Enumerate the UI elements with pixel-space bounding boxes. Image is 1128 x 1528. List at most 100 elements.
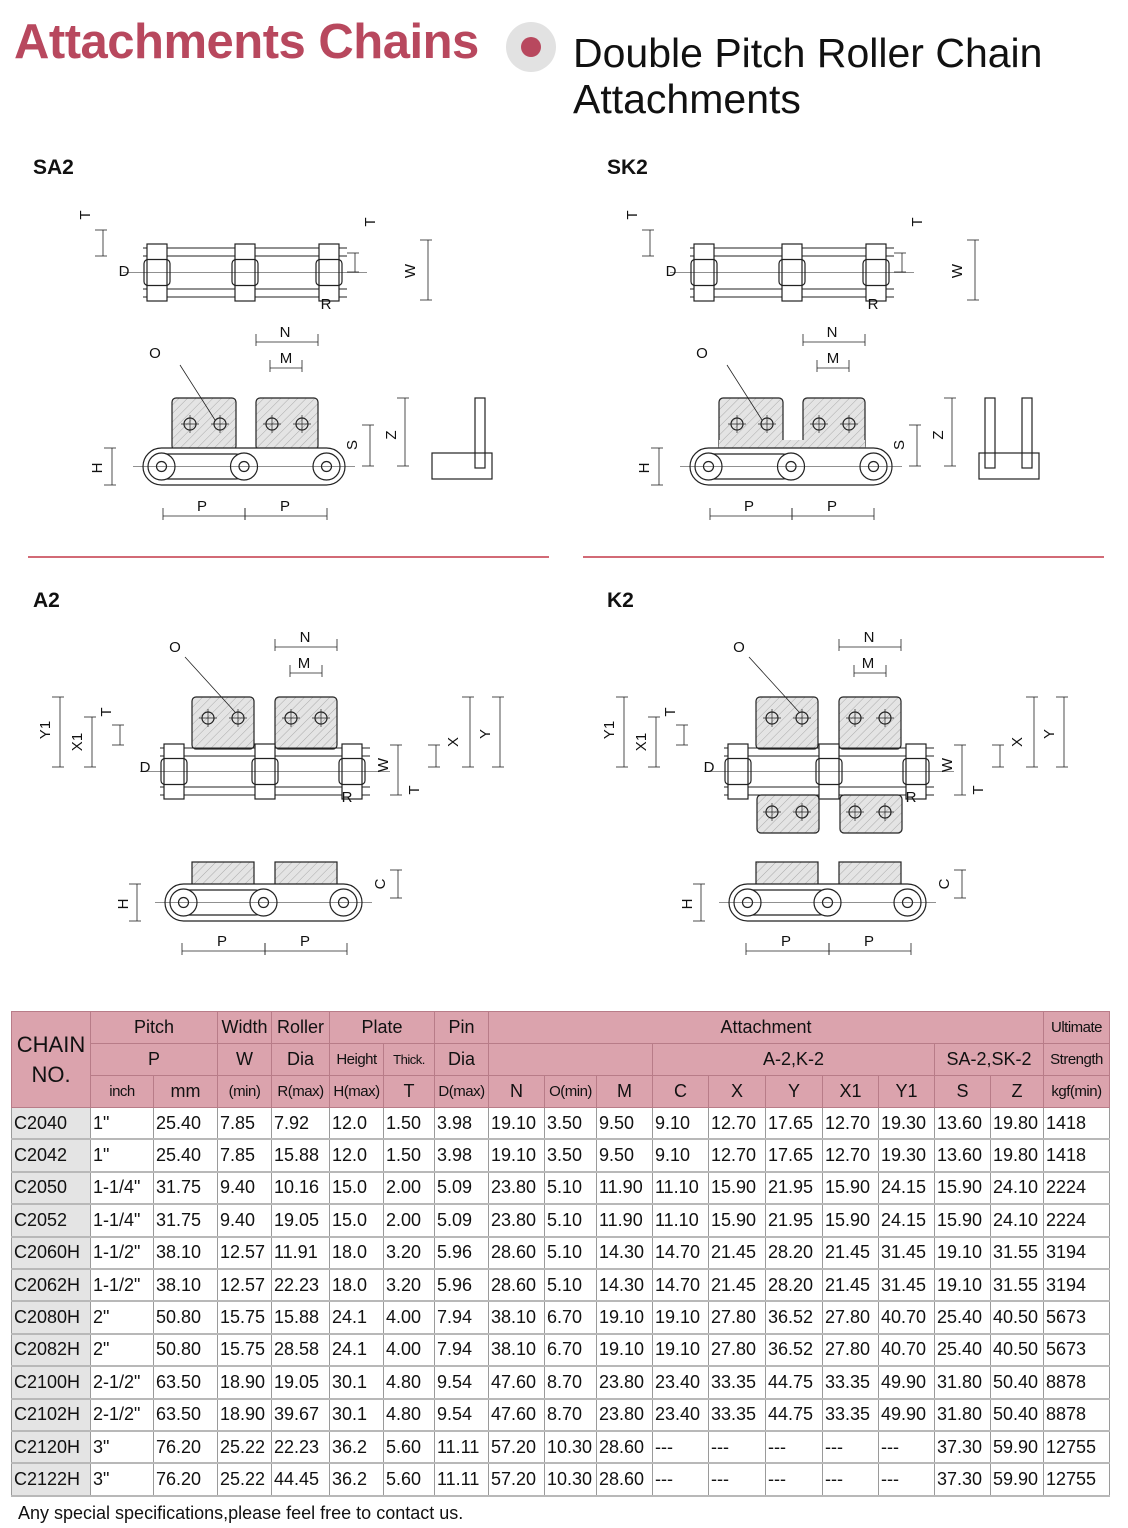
dimension-label: N <box>300 629 311 646</box>
table-cell: 15.90 <box>934 1171 991 1206</box>
table-cell: 4.00 <box>383 1301 435 1335</box>
table-cell: 15.90 <box>934 1204 991 1238</box>
table-cell: 27.80 <box>708 1333 766 1368</box>
table-cell: 18.90 <box>217 1398 272 1432</box>
table-cell: --- <box>708 1430 766 1465</box>
table-cell: 5673 <box>1043 1301 1111 1335</box>
table-cell: 12.57 <box>217 1268 272 1303</box>
table-cell: 7.94 <box>434 1333 489 1368</box>
table-cell: 24.10 <box>989 1204 1045 1238</box>
table-cell: 50.40 <box>989 1366 1045 1400</box>
chain-no-cell: C2100H <box>11 1366 91 1400</box>
table-cell: 9.10 <box>652 1107 709 1141</box>
table-cell: 50.40 <box>989 1398 1045 1432</box>
dimension-label: W <box>939 757 956 772</box>
attachment-plate <box>755 696 819 750</box>
table-cell: 3" <box>90 1430 154 1465</box>
dimension-label: C <box>372 878 389 889</box>
dimension-label: X1 <box>69 733 86 751</box>
dimension-label: O <box>733 639 745 656</box>
bullet-icon <box>506 22 556 72</box>
table-cell: 12.0 <box>329 1139 384 1173</box>
table-cell: 25.22 <box>217 1430 272 1465</box>
chain-no-cell: C2102H <box>11 1398 91 1432</box>
chain-no-cell: C2062H <box>11 1268 91 1303</box>
dimension-label: Y <box>477 729 494 739</box>
dimension-label: Z <box>383 430 400 439</box>
table-cell: 30.1 <box>329 1398 384 1432</box>
dimension-label: M <box>298 655 311 672</box>
table-cell: 18.0 <box>329 1236 384 1270</box>
table-cell: 36.2 <box>329 1463 384 1497</box>
table-cell: 31.55 <box>989 1236 1045 1270</box>
table-cell: 12.70 <box>708 1107 766 1141</box>
table-cell: 18.0 <box>329 1268 384 1303</box>
dimension-label: T <box>362 217 379 226</box>
header-col: X1 <box>822 1075 879 1108</box>
table-cell: 11.90 <box>596 1171 653 1206</box>
chain-no-cell: C2060H <box>11 1236 91 1270</box>
table-cell: 50.80 <box>153 1333 218 1368</box>
table-cell: 50.80 <box>153 1301 218 1335</box>
table-cell: --- <box>765 1463 823 1497</box>
table-cell: 36.52 <box>765 1333 823 1368</box>
table-cell: 19.30 <box>878 1139 935 1173</box>
table-cell: 49.90 <box>878 1398 935 1432</box>
dimension-label: H <box>115 899 132 910</box>
dimension-label: W <box>375 757 392 772</box>
table-cell: 24.15 <box>878 1204 935 1238</box>
dimension-label: X1 <box>633 733 650 751</box>
chain-no-cell: C2052 <box>11 1204 91 1238</box>
table-cell: 7.94 <box>434 1301 489 1335</box>
header-col: kgf(min) <box>1043 1075 1111 1108</box>
table-cell: 7.85 <box>217 1139 272 1173</box>
table-cell: 24.15 <box>878 1171 935 1206</box>
table-cell: 19.30 <box>878 1107 935 1141</box>
table-cell: 5.10 <box>544 1171 597 1206</box>
header-col: Z <box>989 1075 1045 1108</box>
table-cell: 11.90 <box>596 1204 653 1238</box>
table-cell: 15.90 <box>708 1171 766 1206</box>
table-cell: 22.23 <box>271 1430 330 1465</box>
dimension-label: Y1 <box>37 721 54 739</box>
chain-no-cell: C2122H <box>11 1463 91 1497</box>
header-pitch: Pitch <box>90 1011 218 1044</box>
table-cell: 38.10 <box>488 1301 545 1335</box>
dimension-label: P <box>827 498 837 515</box>
header-col: H(max) <box>329 1075 384 1108</box>
table-cell: 40.70 <box>878 1301 935 1335</box>
table-cell: 38.10 <box>153 1268 218 1303</box>
dimension-label: S <box>891 440 908 450</box>
table-cell: 10.30 <box>544 1430 597 1465</box>
table-cell: 6.70 <box>544 1301 597 1335</box>
dimension-label: P <box>197 498 207 515</box>
table-cell: 21.95 <box>765 1171 823 1206</box>
table-cell: 31.80 <box>934 1398 991 1432</box>
dimension-label: Z <box>930 430 947 439</box>
table-cell: 25.40 <box>934 1333 991 1368</box>
table-cell: --- <box>765 1430 823 1465</box>
table-cell: 47.60 <box>488 1366 545 1400</box>
table-cell: 33.35 <box>822 1398 879 1432</box>
subtitle-line-2: Attachments <box>573 76 801 122</box>
dimension-label: Y1 <box>601 721 618 739</box>
table-cell: 1418 <box>1043 1107 1111 1141</box>
table-cell: 15.90 <box>822 1171 879 1206</box>
table-cell: 10.16 <box>271 1171 330 1206</box>
table-cell: 2224 <box>1043 1204 1111 1238</box>
table-cell: --- <box>822 1463 879 1497</box>
table-cell: --- <box>652 1430 709 1465</box>
table-cell: 24.10 <box>989 1171 1045 1206</box>
table-cell: 1-1/2" <box>90 1236 154 1270</box>
dimension-label: O <box>696 345 708 362</box>
dimension-label: D <box>666 263 677 280</box>
header-strength: Strength <box>1043 1043 1111 1076</box>
table-cell: 15.75 <box>217 1301 272 1335</box>
header-col: mm <box>153 1075 218 1108</box>
table-cell: 1-1/4" <box>90 1171 154 1206</box>
header-thick: Thick. <box>383 1043 435 1076</box>
dimension-label: P <box>280 498 290 515</box>
table-cell: 38.10 <box>153 1236 218 1270</box>
